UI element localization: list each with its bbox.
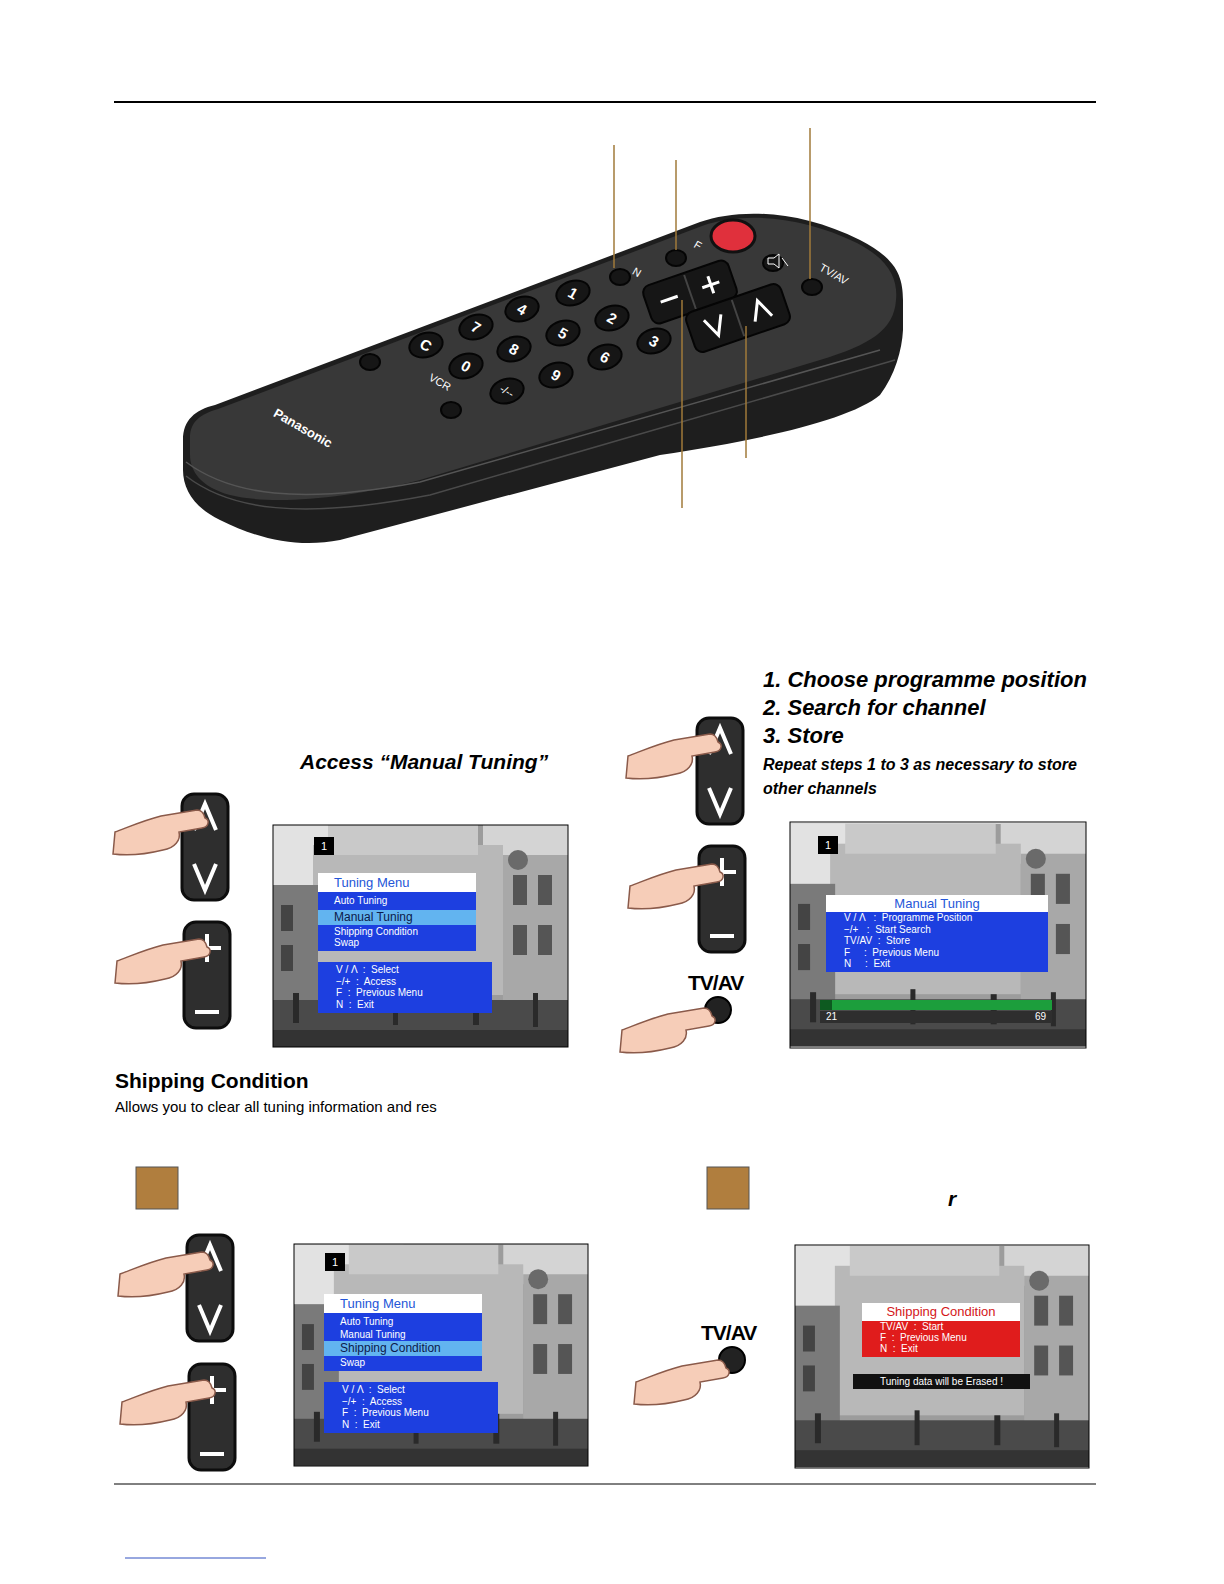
body-text: Allows you to clear all tuning informati… (115, 1098, 437, 1116)
panel-text: Manual Tuning (826, 895, 1048, 912)
panel-line: F : Previous Menu (862, 1332, 1020, 1343)
panel-text: 1 (818, 836, 838, 854)
menu-item: Shipping Condition (318, 926, 476, 937)
programme-badge: 1 (325, 1253, 345, 1271)
menu-panel: Tuning MenuAuto TuningManual TuningShipp… (318, 873, 476, 951)
panel-text: Tuning Menu (318, 873, 476, 892)
panel-line: N : Exit (862, 1343, 1020, 1354)
instruction-note: Repeat steps 1 to 3 as necessary to stor… (763, 753, 1103, 801)
warning-panel: Shipping ConditionTV/AV : StartF : Previ… (862, 1303, 1020, 1357)
panel-line: N : Exit (342, 1419, 498, 1431)
panel-text: Tuning Menu (324, 1294, 482, 1313)
panel-text: 1 (325, 1253, 345, 1271)
panel-text: Auto Tuning (340, 1316, 482, 1327)
panel-text: Swap (340, 1357, 482, 1368)
panel-text: V / Λ : Select (342, 1384, 498, 1396)
panel-text: V / Λ : Select (336, 964, 492, 976)
panel-text: Auto Tuning (334, 895, 476, 906)
button-label: TV/AV (701, 1321, 756, 1345)
help-panel: V / Λ : Select−/+ : AccessF : Previous M… (318, 962, 492, 1013)
panel-line: −/+ : Access (336, 976, 492, 988)
channel-scale: 21 69 (820, 1011, 1052, 1023)
warning-banner: Tuning data will be Erased ! (853, 1374, 1030, 1389)
panel-text: 21 (826, 1011, 837, 1023)
panel-line: F : Previous Menu (336, 987, 492, 999)
menu-item: Auto Tuning (324, 1316, 482, 1327)
instruction-step: 2. Search for channel (763, 695, 986, 721)
panel-text: Shipping Condition (340, 1341, 482, 1356)
section-heading: Shipping Condition (115, 1068, 309, 1094)
step-heading: Access “Manual Tuning” (300, 749, 548, 775)
menu-item: Manual Tuning (324, 1329, 482, 1340)
button-label: TV/AV (688, 971, 743, 995)
menu-item: Swap (318, 937, 476, 948)
menu-item: Auto Tuning (318, 895, 476, 906)
menu-panel: Tuning MenuAuto TuningManual TuningShipp… (324, 1294, 482, 1371)
panel-line: F : Previous Menu (826, 947, 1048, 959)
menu-panel: Manual TuningV / Λ : Programme Position−… (826, 895, 1048, 972)
panel-text: 1 (314, 837, 334, 855)
panel-line: N : Exit (826, 958, 1048, 970)
programme-badge: 1 (818, 836, 838, 854)
instruction-step: 1. Choose programme position (763, 667, 1087, 693)
instruction-step: 3. Store (763, 723, 844, 749)
menu-item-selected: Shipping Condition (324, 1341, 482, 1356)
panel-text: Shipping Condition (862, 1303, 1020, 1321)
help-panel: V / Λ : Select−/+ : AccessF : Previous M… (324, 1382, 498, 1433)
panel-text: Swap (334, 937, 476, 948)
panel-line: TV/AV : Start (862, 1321, 1020, 1332)
panel-line: V / Λ : Programme Position (826, 912, 1048, 924)
menu-item: Swap (324, 1357, 482, 1368)
panel-line: −/+ : Start Search (826, 924, 1048, 936)
panel-line: N : Exit (336, 999, 492, 1011)
menu-item-selected: Manual Tuning (318, 910, 476, 925)
panel-line: −/+ : Access (342, 1396, 498, 1408)
panel-text: Manual Tuning (340, 1329, 482, 1340)
panel-text: Shipping Condition (334, 926, 476, 937)
panel-text: Manual Tuning (334, 910, 476, 925)
panel-line: TV/AV : Store (826, 935, 1048, 947)
step-heading: r (948, 1186, 956, 1212)
programme-badge: 1 (314, 837, 334, 855)
panel-line: F : Previous Menu (342, 1407, 498, 1419)
panel-text: Tuning data will be Erased ! (853, 1374, 1030, 1389)
panel-line: 69 (1035, 1011, 1046, 1023)
